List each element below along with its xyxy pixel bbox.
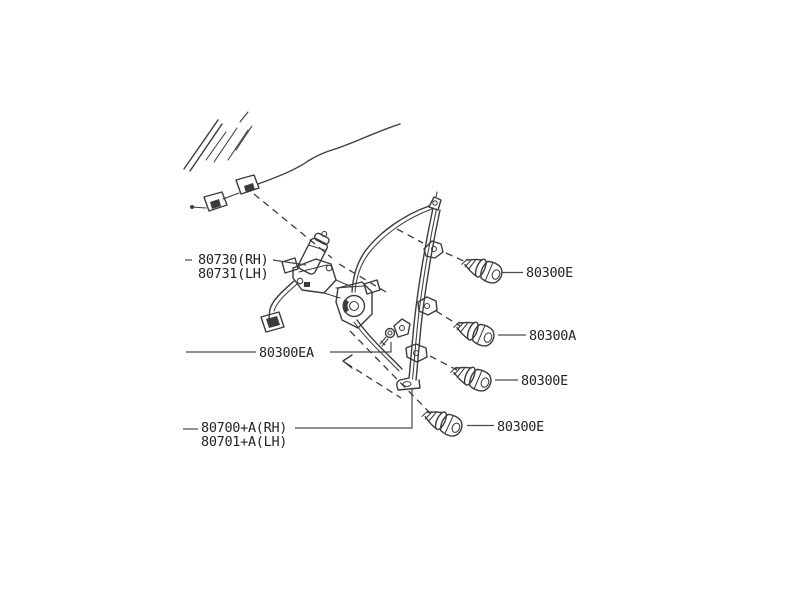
part-number-motor-rh: 80730(RH) — [198, 252, 268, 268]
motor-pigtail-wire — [260, 280, 298, 333]
harness-routing-dashed-line — [253, 193, 333, 259]
window-motor-assembly — [260, 230, 381, 333]
rail-lower-bracket — [405, 343, 428, 363]
guide-rail — [393, 191, 444, 391]
harness-routing-dashed-line-2 — [338, 263, 387, 293]
screw-80300ea — [379, 327, 396, 347]
harness-connector-lower — [190, 191, 228, 212]
part-number-bolt-middle: 80300A — [529, 328, 576, 344]
rail-top-pulley — [428, 191, 442, 211]
part-number-screw: 80300EA — [259, 345, 314, 361]
part-number-callouts: 80730(RH) 80731(LH) 80300EA 80700+A(RH) … — [198, 252, 576, 450]
motor-gear-plate — [281, 257, 353, 299]
mounting-bolt-top — [458, 250, 506, 287]
leader-lines — [183, 259, 526, 430]
door-glass-hatching — [183, 111, 253, 172]
part-number-bolt-top: 80300E — [526, 265, 573, 281]
harness-connector-upper — [235, 174, 260, 195]
mounting-bolt-lower — [447, 358, 495, 395]
regulator-bracket-clip — [335, 279, 381, 295]
part-number-motor-lh: 80731(LH) — [198, 266, 268, 282]
cable-drum-housing — [335, 281, 373, 329]
rail-middle-bracket — [417, 296, 438, 316]
rail-slider-carrier — [393, 318, 411, 338]
mounting-dashed-lines — [342, 228, 469, 415]
regulator-cables — [351, 205, 433, 372]
part-number-regulator-rh: 80700+A(RH) — [201, 420, 287, 436]
part-number-regulator-lh: 80701+A(LH) — [201, 434, 287, 450]
rail-foot — [396, 377, 421, 391]
part-number-bolt-lower: 80300E — [521, 373, 568, 389]
rail-upper-bracket — [423, 240, 444, 259]
part-number-bolt-bottom: 80300E — [497, 419, 544, 435]
wiring-harness — [190, 123, 401, 212]
dashed-line-arrowhead — [342, 354, 353, 369]
mounting-bolt-middle — [450, 313, 498, 350]
